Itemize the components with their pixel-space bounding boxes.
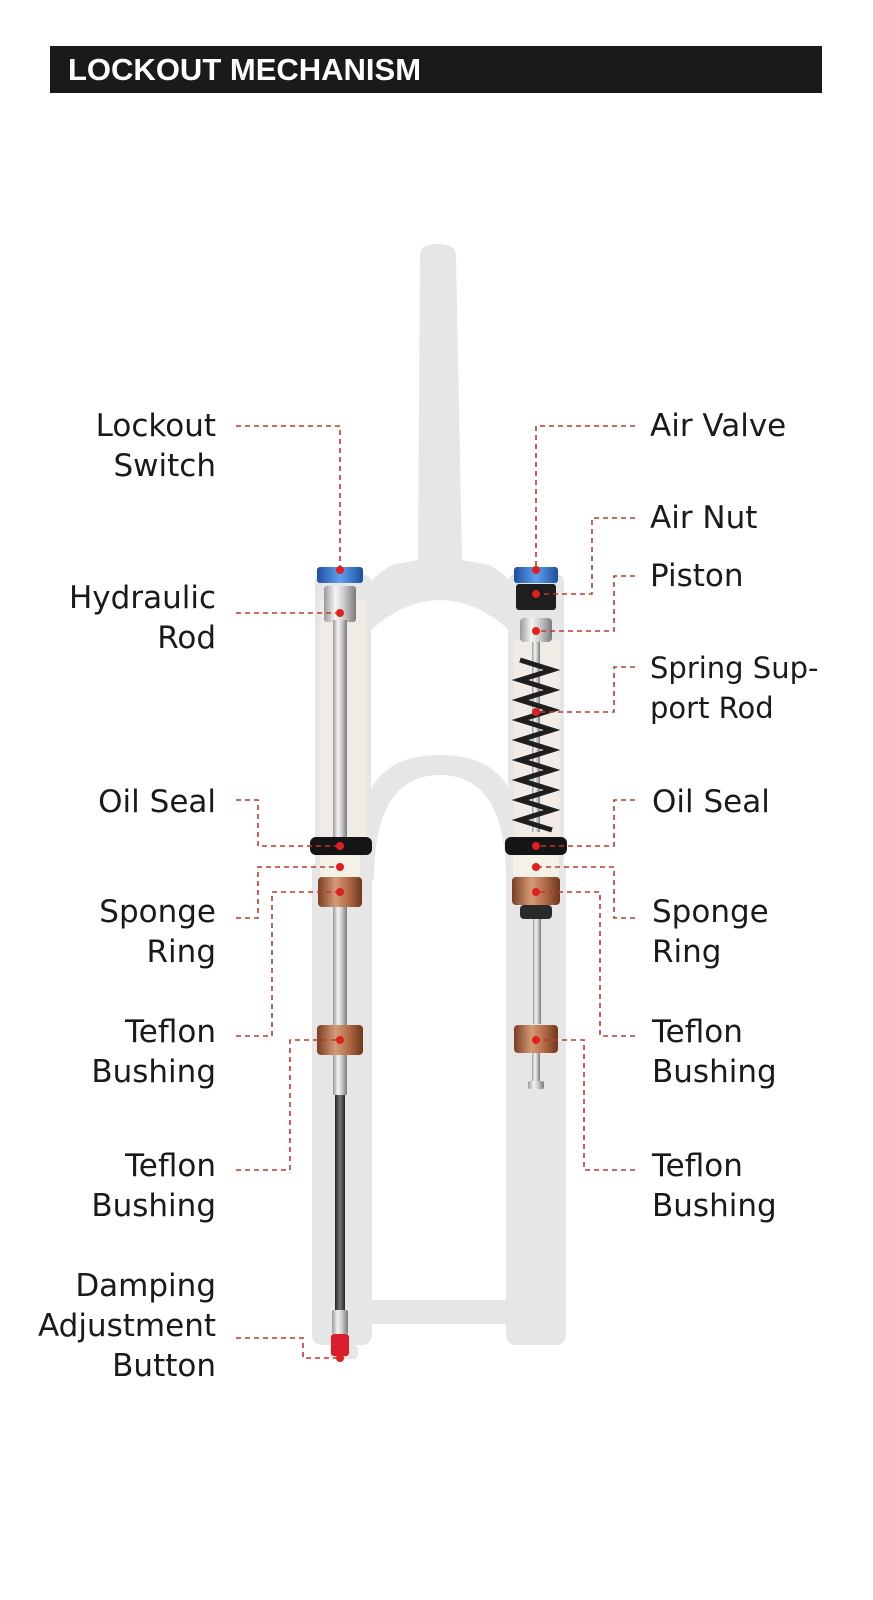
hydraulic-rod-shaft (333, 620, 347, 840)
label-teflon-bushing-upper-left: Teflon Bushing (91, 1014, 216, 1090)
leader-teflon-upper-right (536, 891, 635, 1037)
spring-coil (511, 657, 561, 833)
label-lockout-switch: Lockout Switch (95, 408, 216, 484)
left-leg-internals (310, 567, 372, 1356)
leader-spring-support-rod (536, 666, 635, 713)
leader-oil-seal-right (536, 799, 635, 847)
fork-silhouette (312, 244, 566, 1359)
hydraulic-rod-head (324, 586, 356, 622)
leader-sponge-ring-left (236, 866, 340, 919)
leader-lines (236, 425, 635, 1359)
leader-oil-seal-left (236, 799, 340, 847)
label-hydraulic-rod: Hydraulic Rod (69, 580, 216, 656)
label-sponge-ring-left: Sponge Ring (99, 894, 216, 970)
damping-adjustment-button-body (331, 1334, 349, 1356)
leader-sponge-ring-right (536, 866, 635, 919)
leader-piston (536, 575, 635, 632)
marker-dots (336, 566, 540, 1362)
label-teflon-bushing-lower-left: Teflon Bushing (91, 1148, 216, 1224)
leader-teflon-lower-left (236, 1039, 340, 1171)
header-bar: LOCKOUT MECHANISM (50, 46, 822, 93)
label-air-nut: Air Nut (650, 500, 758, 536)
leader-damping-button (236, 1337, 340, 1359)
leader-lockout-switch (236, 425, 341, 570)
leader-air-valve (535, 425, 635, 570)
label-teflon-bushing-lower-right: Teflon Bushing (652, 1148, 777, 1224)
lockout-switch-knob (317, 567, 363, 583)
label-sponge-ring-right: Sponge Ring (652, 894, 769, 970)
leader-teflon-upper-left (236, 891, 340, 1037)
label-oil-seal-right: Oil Seal (652, 784, 770, 820)
damper-rod (335, 1095, 345, 1310)
air-valve-knob (514, 567, 558, 583)
label-spring-support-rod: Spring Sup- port Rod (650, 651, 819, 725)
page-title: LOCKOUT MECHANISM (68, 52, 422, 87)
label-teflon-bushing-upper-right: Teflon Bushing (652, 1014, 777, 1090)
label-oil-seal-left: Oil Seal (98, 784, 216, 820)
label-piston: Piston (650, 558, 744, 594)
label-air-valve: Air Valve (650, 408, 787, 444)
leader-air-nut (536, 517, 635, 595)
label-damping-adjustment-button: Damping Adjustment Button (38, 1268, 216, 1384)
